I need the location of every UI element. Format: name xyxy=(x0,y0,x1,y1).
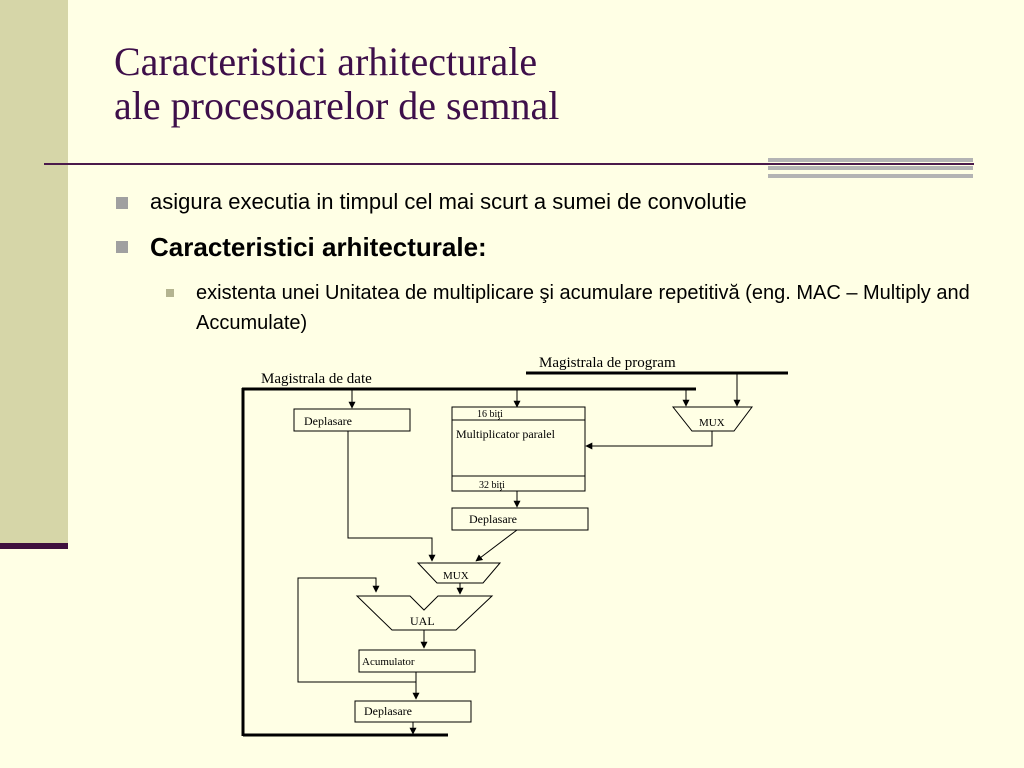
bullet-text: asigura executia in timpul cel mai scurt… xyxy=(150,189,747,214)
shift-product-label: Deplasare xyxy=(469,512,517,526)
bullet-square-icon xyxy=(116,197,128,209)
arrow-product-to-mux xyxy=(475,529,518,562)
width-16-label: 16 biţi xyxy=(477,409,503,420)
width-32-label: 32 biţi xyxy=(479,480,505,491)
title-line-1: Caracteristici arhitecturale xyxy=(114,39,538,84)
mux-main xyxy=(416,562,502,584)
mux-program xyxy=(671,406,753,432)
left-decor-bar xyxy=(0,543,68,549)
decor-stripes xyxy=(768,158,973,178)
slide-title: Caracteristici arhitecturale ale proceso… xyxy=(114,40,974,128)
alu-label: UAL xyxy=(410,614,435,628)
decor-stripe xyxy=(768,166,973,170)
multiplier-box xyxy=(451,406,586,492)
arrow-mux-to-mult xyxy=(585,431,713,450)
mux-main-label: MUX xyxy=(443,570,469,582)
title-underline xyxy=(44,163,974,165)
decor-stripe xyxy=(768,158,973,162)
shift-input-box xyxy=(293,408,411,432)
sub-bullet-square-icon xyxy=(166,289,174,297)
sub-bullet-text: existenta unei Unitatea de multiplicare … xyxy=(196,282,970,334)
alu-shape xyxy=(355,595,494,631)
feedback-loop xyxy=(297,577,416,683)
shift-output-label: Deplasare xyxy=(364,704,412,718)
data-bus-label: Magistrala de date xyxy=(261,371,372,387)
accumulator-box xyxy=(358,649,476,673)
program-bus-label: Magistrala de program xyxy=(539,355,676,371)
shift-product-box xyxy=(451,507,589,531)
decor-stripe xyxy=(768,174,973,178)
multiplier-label: Multiplicator paralel xyxy=(456,427,556,441)
mux-program-label: MUX xyxy=(699,417,725,429)
arrow-shift-to-mux xyxy=(347,431,436,562)
left-decor-band xyxy=(0,0,68,548)
shift-input-label: Deplasare xyxy=(304,414,352,428)
title-line-2: ale procesoarelor de semnal xyxy=(114,83,560,128)
bullet-square-icon xyxy=(116,241,128,253)
accumulator-label: Acumulator xyxy=(362,656,415,668)
bullet-heading: Caracteristici arhitecturale: xyxy=(150,232,487,262)
